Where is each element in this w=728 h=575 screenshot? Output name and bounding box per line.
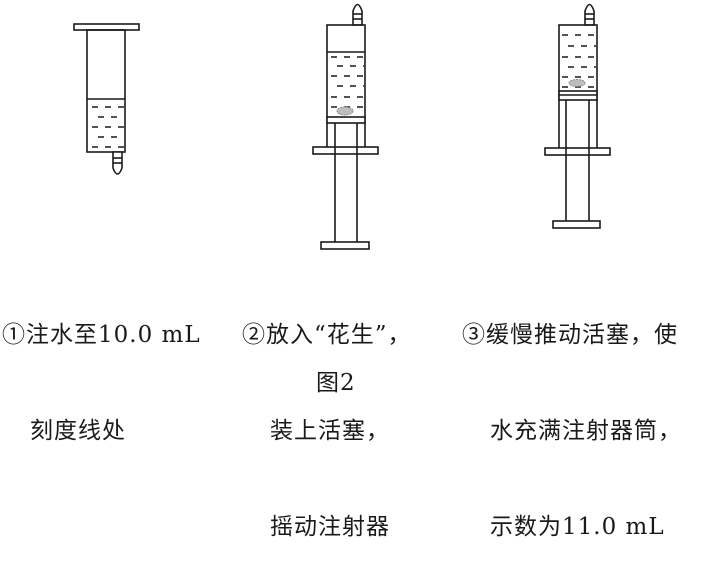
syringe-3 [544,3,611,229]
syringe-2-water-icon [331,56,364,108]
figure-label: 图2 [316,370,356,396]
syringe-2 [312,3,379,250]
step-3-line-2: 水充满注射器筒， [490,418,682,444]
syringe-1-water-icon [92,106,124,148]
syringe-2-piston [326,116,366,124]
step-1-caption: ①注水至10.0 mL 刻度线处 [2,255,201,479]
step-3-number: ③ [462,322,486,348]
step-1-line-1: 注水至10.0 mL [26,322,201,348]
step-3-caption: ③缓慢推动活塞，使 水充满注射器筒， 示数为11.0 mL [462,255,682,575]
syringe-1-barrel [86,29,126,153]
syringe-1 [73,23,140,175]
syringe-3-plunger-end [552,220,601,229]
syringe-diagram [73,3,611,250]
syringe-1-flange [73,23,140,31]
syringe-3-flange [544,147,611,156]
step-2-caption: ②放入“花生”， 装上活塞， 摇动注射器 [242,255,412,575]
step-2-line-1: 放入“花生”， [266,322,412,348]
step-2-line-3: 摇动注射器 [270,514,390,540]
step-1-number: ① [2,322,26,348]
syringe-2-peanut-icon [336,106,354,116]
step-2-number: ② [242,322,266,348]
step-3-line-1: 缓慢推动活塞，使 [486,322,678,348]
syringe-3-peanut-icon [568,79,586,87]
step-1-line-2: 刻度线处 [30,418,126,444]
syringe-2-barrel [326,24,366,149]
syringe-2-plunger-end [320,241,370,250]
step-3-line-3: 示数为11.0 mL [490,514,665,540]
syringe-2-flange [312,146,379,155]
step-2-line-2: 装上活塞， [270,418,390,444]
syringe-3-water-icon [562,34,596,88]
